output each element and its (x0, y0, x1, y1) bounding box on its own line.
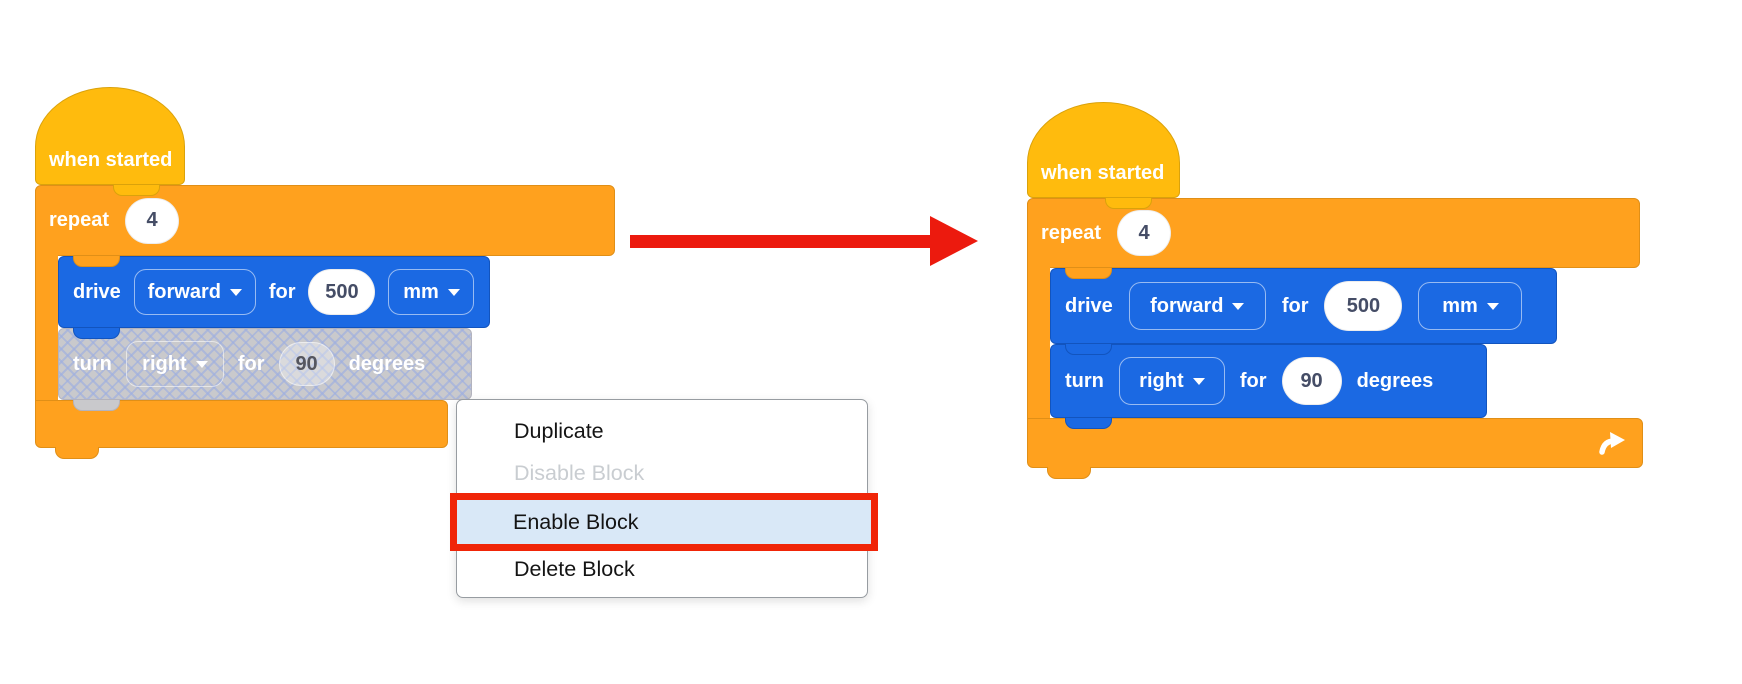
chevron-down-icon (447, 288, 460, 296)
menu-item-delete-block[interactable]: Delete Block (514, 556, 635, 581)
when-started-hat-block[interactable]: when started (35, 87, 185, 185)
drive-direction-dropdown[interactable]: forward (133, 269, 256, 315)
turn-direction-dropdown[interactable]: right (1118, 357, 1225, 405)
repeat-count-value: 4 (1138, 221, 1150, 244)
turn-unit-label: degrees (348, 352, 426, 375)
repeat-count-input[interactable]: 4 (1117, 210, 1172, 256)
hat-label: when started (1041, 162, 1165, 184)
drive-label: drive (73, 280, 121, 303)
for-label: for (268, 280, 296, 303)
drive-distance-value: 500 (1346, 294, 1381, 317)
repeat-count-input[interactable]: 4 (125, 197, 180, 244)
turn-block-disabled[interactable]: turn right for 90 degrees (58, 328, 472, 400)
notch-tab (73, 400, 120, 411)
repeat-bottom-arm (35, 400, 448, 448)
menu-item-duplicate[interactable]: Duplicate (514, 418, 604, 443)
drive-block[interactable]: drive forward for 500 mm (58, 256, 490, 328)
turn-angle-value: 90 (1300, 369, 1323, 392)
drive-direction-value: forward (147, 280, 221, 303)
stack-end-tab (55, 447, 99, 459)
notch-tab (1065, 418, 1112, 429)
transition-arrow-shaft (630, 235, 932, 248)
stack-end-tab (1047, 467, 1091, 479)
menu-item-enable-block[interactable]: Enable Block (450, 493, 878, 551)
turn-unit-label: degrees (1356, 369, 1434, 392)
notch-tab (1065, 268, 1112, 279)
repeat-label: repeat (49, 209, 110, 231)
for-label: for (1281, 294, 1309, 317)
drive-unit-dropdown[interactable]: mm (1418, 282, 1523, 330)
hat-notch-tab (1105, 198, 1152, 209)
notch-tab (73, 256, 120, 267)
hat-label: when started (49, 149, 173, 171)
turn-direction-dropdown[interactable]: right (125, 341, 224, 387)
drive-block[interactable]: drive forward for 500 mm (1050, 268, 1557, 344)
repeat-bottom-arm (1027, 418, 1643, 468)
turn-angle-input[interactable]: 90 (1281, 357, 1342, 405)
notch-tab (1065, 344, 1112, 355)
turn-label: turn (73, 352, 112, 375)
turn-angle-value: 90 (295, 352, 318, 375)
hat-notch-tab (113, 185, 160, 196)
turn-direction-value: right (1139, 369, 1184, 392)
drive-unit-value: mm (403, 280, 439, 303)
repeat-arrow-icon (1599, 432, 1625, 455)
drive-direction-dropdown[interactable]: forward (1128, 282, 1266, 330)
turn-block-enabled[interactable]: turn right for 90 degrees (1050, 344, 1487, 418)
repeat-block[interactable]: repeat 4 (35, 185, 615, 256)
drive-unit-value: mm (1442, 294, 1478, 317)
drive-direction-value: forward (1150, 294, 1224, 317)
chevron-down-icon (1192, 377, 1205, 385)
turn-angle-input[interactable]: 90 (278, 342, 335, 386)
drive-distance-value: 500 (325, 280, 359, 303)
repeat-count-value: 4 (146, 209, 158, 231)
notch-tab (73, 328, 120, 339)
drive-label: drive (1065, 294, 1113, 317)
for-label: for (237, 352, 265, 375)
chevron-down-icon (195, 360, 208, 368)
when-started-hat-block[interactable]: when started (1027, 102, 1180, 198)
repeat-block[interactable]: repeat 4 (1027, 198, 1640, 268)
drive-unit-dropdown[interactable]: mm (388, 269, 475, 315)
menu-item-disable-block[interactable]: Disable Block (514, 460, 645, 485)
context-menu: Duplicate Disable Block Enable Block Del… (450, 399, 878, 598)
turn-direction-value: right (142, 352, 187, 375)
repeat-c-arm (35, 253, 58, 402)
repeat-c-arm (1027, 266, 1050, 420)
for-label: for (1239, 369, 1267, 392)
drive-distance-input[interactable]: 500 (1324, 281, 1403, 331)
repeat-label: repeat (1041, 221, 1102, 244)
chevron-down-icon (1486, 302, 1499, 310)
turn-label: turn (1065, 369, 1104, 392)
transition-arrow-head (930, 216, 978, 266)
chevron-down-icon (229, 288, 242, 296)
chevron-down-icon (1232, 302, 1245, 310)
drive-distance-input[interactable]: 500 (308, 269, 376, 315)
